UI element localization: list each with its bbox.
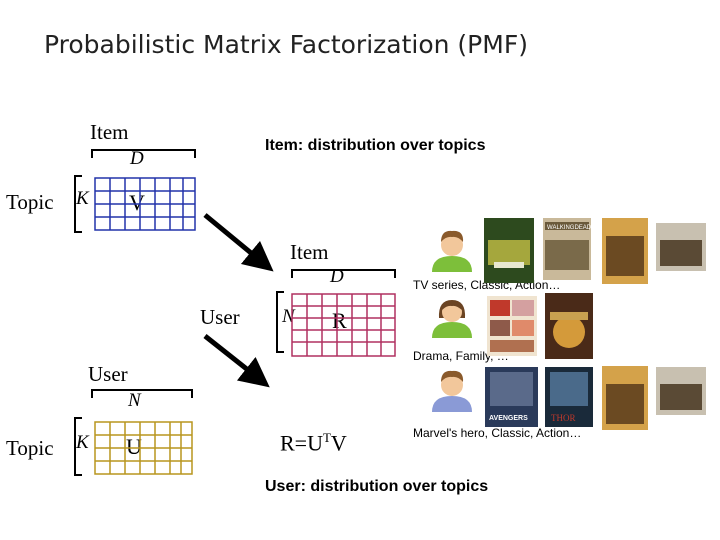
topic-bracket-bottom — [74, 417, 82, 476]
user-bracket-mid — [276, 291, 284, 353]
poster-walking-dead-text: WALKINGDEAD — [547, 225, 592, 231]
user-label-mid: User — [200, 305, 240, 329]
poster-drama — [545, 293, 593, 359]
equation-lhs: R=U — [280, 430, 323, 456]
dimension-k-label: K — [76, 188, 89, 209]
user-label-bottom: User — [88, 362, 128, 386]
poster-western-3 — [602, 366, 648, 430]
poster-avengers-text: AVENGERS — [489, 415, 528, 422]
poster-western-2 — [656, 223, 706, 271]
poster-thor: THOR — [545, 367, 593, 427]
matrix-r-grid — [291, 293, 396, 357]
dimension-d-label: D — [130, 148, 144, 169]
poster-walking-dead: WALKINGDEAD — [543, 218, 592, 280]
equation: R=UTV — [280, 430, 347, 456]
arrow-u-to-r — [203, 334, 270, 388]
user-1-avatar-icon — [432, 230, 472, 272]
item-label-mid: Item — [290, 240, 329, 264]
topic-bracket-top — [74, 175, 82, 233]
topic-label-bottom: Topic — [6, 436, 54, 460]
matrix-v-grid — [94, 177, 196, 231]
poster-western-1 — [602, 218, 648, 284]
dimension-k-label-bottom: K — [76, 432, 89, 453]
poster-breaking-bad — [484, 218, 534, 283]
poster-western-4 — [656, 367, 706, 415]
user-2-avatar-icon — [432, 300, 472, 338]
matrix-u-grid — [94, 421, 193, 475]
topic-label-top: Topic — [6, 190, 54, 214]
dimension-d-brace-mid — [291, 269, 396, 278]
user-3-description: Marvel's hero, Classic, Action… — [413, 426, 582, 440]
dimension-d-brace — [91, 149, 196, 158]
dimension-n-label-bottom: N — [128, 390, 141, 411]
user-caption: User: distribution over topics — [265, 478, 489, 495]
matrix-v-label: V — [129, 190, 145, 215]
poster-avengers: AVENGERS — [485, 367, 538, 427]
dimension-n-brace — [91, 389, 193, 398]
page-title: Probabilistic Matrix Factorization (PMF) — [44, 30, 528, 59]
matrix-r-label: R — [332, 308, 347, 333]
item-caption: Item: distribution over topics — [265, 137, 486, 154]
user-2-description: Drama, Family, … — [413, 349, 509, 363]
poster-family-collage — [487, 296, 537, 356]
equation-sup: T — [322, 430, 331, 445]
equation-rhs: V — [330, 430, 347, 456]
dimension-d-label-mid: D — [330, 266, 344, 287]
item-label-top: Item — [90, 120, 129, 144]
user-3-avatar-icon — [432, 370, 472, 412]
arrow-v-to-r — [203, 213, 274, 272]
matrix-u-label: U — [126, 434, 142, 459]
poster-thor-text: THOR — [551, 413, 576, 423]
